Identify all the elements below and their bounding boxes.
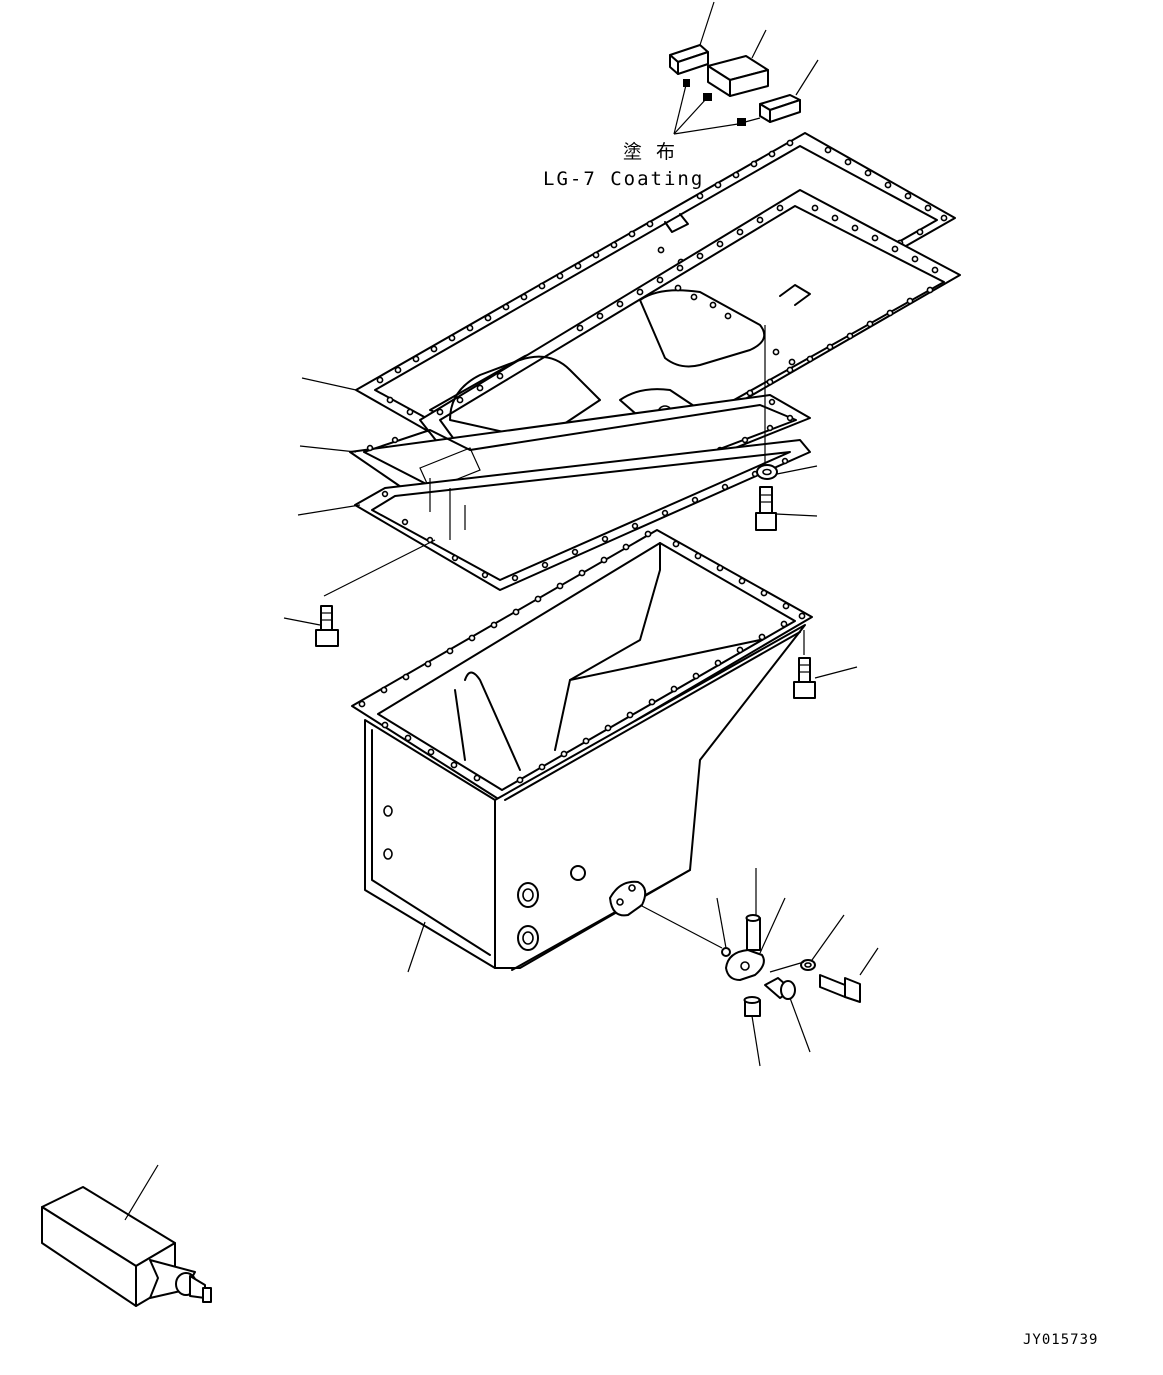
oil-pan-flange-holes <box>358 530 806 784</box>
bolt-right-lower <box>793 630 858 699</box>
washer-right <box>756 325 818 480</box>
spacer-block-2 <box>707 29 769 97</box>
drawing-number: JY015739 <box>1023 1332 1098 1348</box>
coating-note-english: LG-7 Coating <box>543 168 704 190</box>
lower-gasket-frame <box>354 439 811 591</box>
bolt-left <box>283 539 436 647</box>
spacer-block-3 <box>759 59 819 123</box>
wrench-tool <box>41 1164 212 1307</box>
spacer-block-1 <box>669 1 715 75</box>
coating-points <box>673 79 761 135</box>
oil-pan <box>351 529 813 973</box>
bolt-right-upper <box>755 486 818 531</box>
leader-middle-plate <box>299 445 357 453</box>
leader-lower-gasket <box>297 504 361 516</box>
coating-note-japanese: 塗 布 <box>623 140 679 163</box>
drain-valve-group <box>639 868 879 1067</box>
lower-gasket-bolt-holes <box>381 457 789 582</box>
oil-pan-ports <box>517 865 647 951</box>
leader-upper-plate <box>301 377 357 391</box>
